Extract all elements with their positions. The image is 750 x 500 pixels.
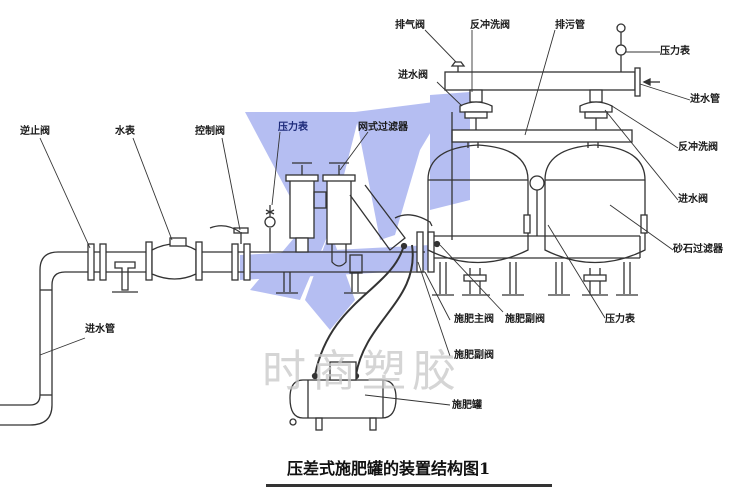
label-backwash-valve-right: 反冲洗阀 — [678, 142, 718, 153]
figure-caption: 压差式施肥罐的装置结构图1 — [287, 459, 491, 478]
label-air-valve: 排气阀 — [395, 20, 425, 31]
logo-watermark — [240, 92, 470, 330]
label-inlet-pipe-left: 进水管 — [85, 324, 115, 335]
caption-underline — [266, 484, 552, 487]
label-fert-sub-valve-1: 施肥副阀 — [505, 314, 545, 325]
label-pressure-gauge-top: 压力表 — [660, 46, 690, 57]
label-inlet-valve-right: 进水阀 — [678, 194, 708, 205]
label-pressure-gauge-mid: 压力表 — [278, 122, 308, 133]
label-fert-main-valve: 施肥主阀 — [454, 314, 494, 325]
label-control-valve: 控制阀 — [195, 126, 225, 137]
label-inlet-pipe-right: 进水管 — [690, 94, 720, 105]
label-pressure-gauge-bottom: 压力表 — [605, 314, 635, 325]
label-fert-sub-valve-2: 施肥副阀 — [454, 350, 494, 361]
label-check-valve: 逆止阀 — [20, 126, 50, 137]
label-mesh-filter: 网式过滤器 — [358, 122, 408, 133]
label-fert-tank: 施肥罐 — [452, 400, 482, 411]
watermark-text: 时商塑胶 — [262, 346, 462, 397]
label-water-meter: 水表 — [115, 126, 135, 137]
label-drain-pipe: 排污管 — [555, 20, 585, 31]
label-inlet-valve-top: 进水阀 — [398, 70, 428, 81]
label-backwash-valve-top: 反冲洗阀 — [470, 20, 510, 31]
label-sand-filter: 砂石过滤器 — [673, 244, 723, 255]
